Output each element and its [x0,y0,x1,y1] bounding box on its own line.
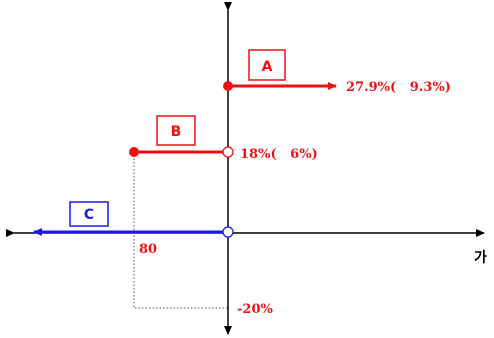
annotation-y-neg20: -20% [237,302,273,317]
point-a-filled [223,81,233,91]
point-b-open [222,146,234,158]
annotation-x-80: 80 [139,242,157,257]
x-axis-label: 가 [474,250,487,266]
point-b-filled [129,147,139,157]
box-c [69,201,109,227]
box-b-label: B [171,124,182,140]
box-a [248,49,286,81]
annotation-a-value: 27.9%( 9.3%) [346,80,451,95]
annotation-b-value: 18%( 6%) [240,147,318,162]
origin-point-open [222,226,234,238]
box-c-label: C [84,207,94,223]
box-b [156,115,196,146]
box-a-label: A [262,59,273,75]
